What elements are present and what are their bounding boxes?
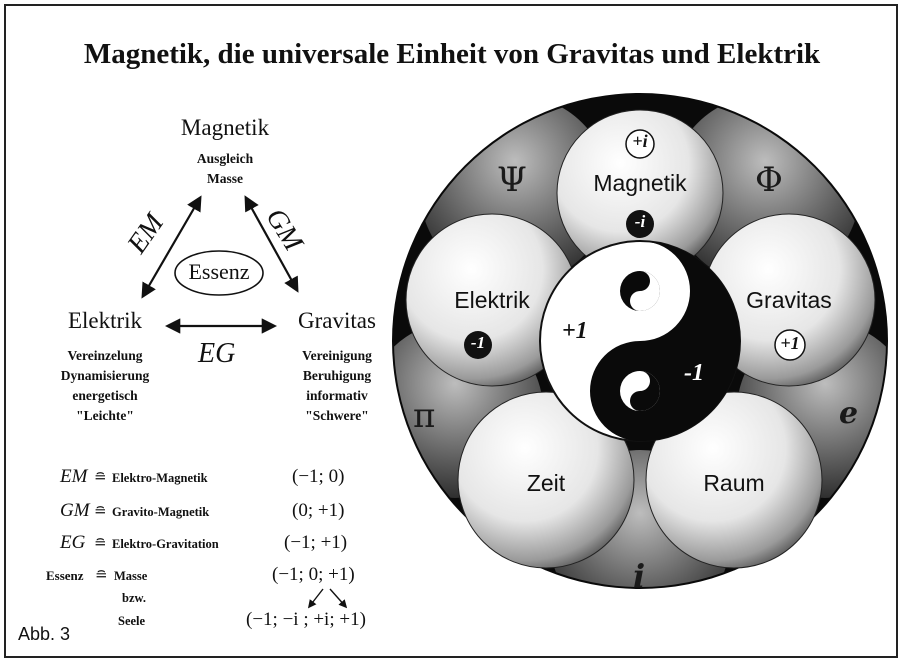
node-magnetik: Magnetik xyxy=(180,115,270,140)
badge-plus-1 xyxy=(774,329,806,361)
badge-text-minus-1: -1 xyxy=(470,333,486,352)
figure-frame xyxy=(4,4,898,658)
sphere-label-elektrik: Elektrik xyxy=(454,287,530,313)
yin-yang xyxy=(539,240,741,442)
badge-minus-1 xyxy=(464,331,492,359)
figure-title: Magnetik, die universale Einheit von Gra… xyxy=(83,38,821,70)
legend-value-essenz: (−1; 0; +1) xyxy=(272,564,355,585)
essenz-label: Essenz xyxy=(188,259,250,284)
sphere-zeit xyxy=(457,391,635,569)
legend-def-essenz-1: Masse xyxy=(114,569,148,583)
badge-text-minus-i: -i xyxy=(634,212,646,231)
legend-symbol-eg: EG xyxy=(60,532,86,553)
sphere-label-gravitas: Gravitas xyxy=(746,287,832,313)
gravitas-attr-3: informativ xyxy=(306,388,368,403)
legend-def-eg: Elektro-Gravitation xyxy=(112,537,219,551)
legend-symbol-gm: GM xyxy=(60,500,90,521)
legend-def-em: Elektro-Magnetik xyxy=(112,471,208,485)
node-elektrik: Elektrik xyxy=(67,308,143,333)
elektrik-attr-2: Dynamisierung xyxy=(60,368,150,383)
arrow-gm xyxy=(244,195,299,293)
magnetik-attr-1: Ausgleich xyxy=(196,151,254,166)
edge-label-eg: EG xyxy=(198,338,236,369)
center-label-minus-1: -1 xyxy=(684,360,704,386)
gravitas-attr-2: Beruhigung xyxy=(302,368,372,383)
split-arrow-right xyxy=(329,588,348,609)
node-gravitas: Gravitas xyxy=(298,308,376,333)
badge-text-plus-1: +1 xyxy=(780,333,800,353)
legend-value-expanded: (−1; −i ; +i; +1) xyxy=(246,609,366,630)
legend-equiv-1: ≘ xyxy=(94,470,107,486)
badge-text-plus-i: +i xyxy=(632,131,648,151)
sphere-label-zeit: Zeit xyxy=(526,470,566,496)
sphere-label-raum: Raum xyxy=(703,470,765,496)
legend-symbol-essenz: Essenz xyxy=(46,568,84,583)
legend-symbol-em: EM xyxy=(60,466,88,487)
gravitas-attr-4: "Schwere" xyxy=(305,408,369,423)
gravitas-attr-1: Vereinigung xyxy=(302,348,372,363)
symbol-i: i xyxy=(633,557,646,595)
arrow-em xyxy=(141,195,202,299)
legend-value-eg: (−1; +1) xyxy=(284,532,348,553)
legend-def-essenz-2: bzw. xyxy=(122,591,146,605)
badge-minus-i xyxy=(626,210,654,238)
magnetik-attr-2: Masse xyxy=(207,171,243,186)
legend-value-gm: (0; +1) xyxy=(292,500,345,521)
center-label-plus-1: +1 xyxy=(562,318,588,344)
symbol-pi: π xyxy=(413,396,436,436)
legend-equiv-2: ≘ xyxy=(94,504,107,520)
sphere-label-magnetik: Magnetik xyxy=(593,170,687,196)
symbol-phi: Φ xyxy=(755,160,783,200)
essenz-ellipse xyxy=(174,250,264,296)
elektrik-attr-1: Vereinzelung xyxy=(67,348,143,363)
legend-equiv-3: ≘ xyxy=(94,536,107,552)
sphere-raum xyxy=(645,391,823,569)
elektrik-attr-3: energetisch xyxy=(72,388,138,403)
legend-def-essenz-3: Seele xyxy=(118,614,146,628)
elektrik-attr-4: "Leichte" xyxy=(76,408,134,423)
split-arrow-left xyxy=(307,588,324,609)
legend-value-em: (−1; 0) xyxy=(292,466,345,487)
badge-plus-i xyxy=(625,129,655,159)
symbol-psi: Ψ xyxy=(497,160,527,200)
symbol-e: e xyxy=(839,396,859,431)
legend-def-gm: Gravito-Magnetik xyxy=(112,505,210,519)
legend-equiv-4: ≘ xyxy=(95,568,108,584)
figure-label: Abb. 3 xyxy=(18,624,71,644)
